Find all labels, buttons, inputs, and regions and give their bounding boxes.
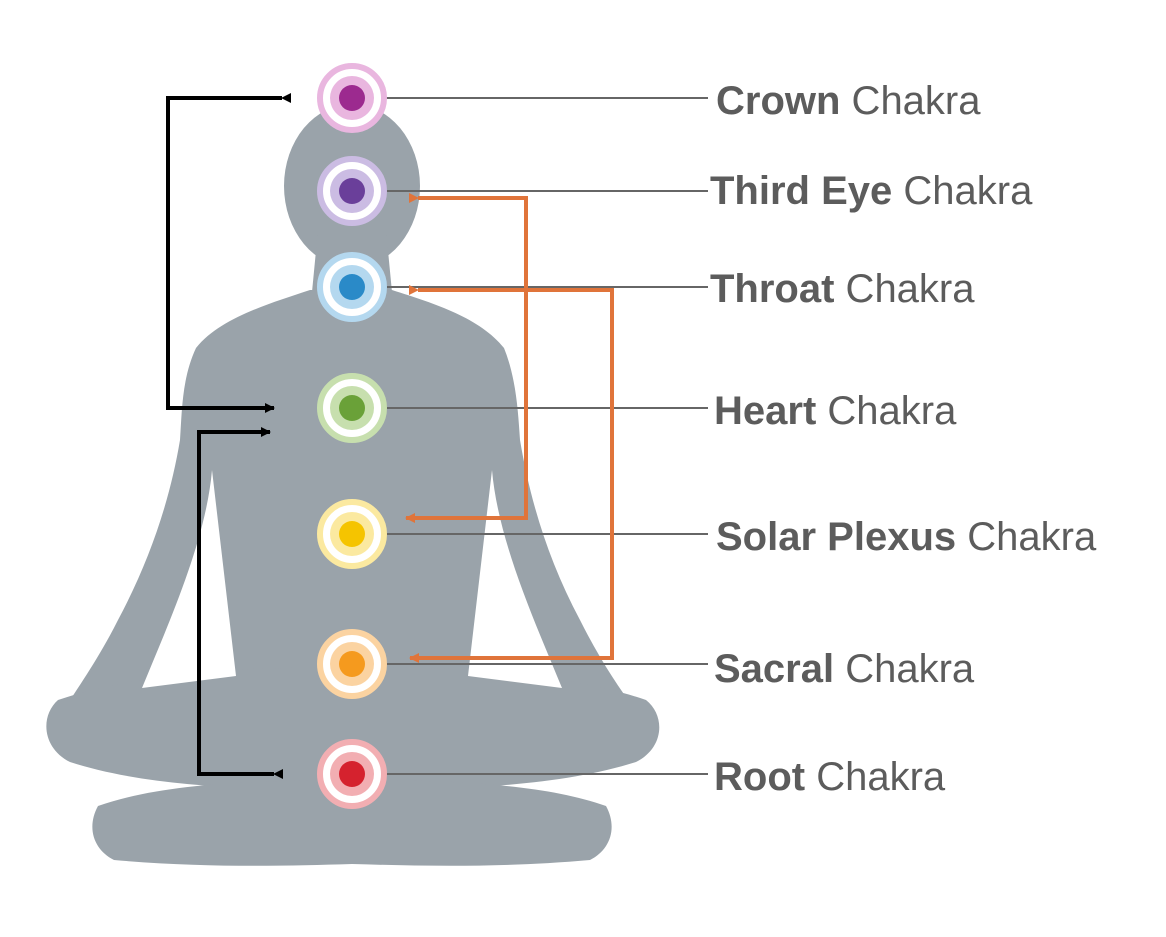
heart-label: Heart Chakra: [714, 389, 957, 433]
chakra-circles: [317, 63, 387, 809]
heart-chakra-icon: [317, 373, 387, 443]
crown-chakra-icon: [317, 63, 387, 133]
solar-plexus-label: Solar Plexus Chakra: [716, 515, 1097, 559]
throat-chakra-icon: [317, 252, 387, 322]
chakra-labels: Crown Chakra Third Eye Chakra Throat Cha…: [710, 79, 1097, 799]
orange-connectors: [405, 193, 614, 663]
root-heart-connector: [197, 427, 283, 779]
sacral-chakra-icon: [317, 629, 387, 699]
third-eye-chakra-icon: [317, 156, 387, 226]
throat-sacral-connector: [409, 285, 614, 663]
sacral-label: Sacral Chakra: [714, 647, 975, 691]
black-connectors: [166, 93, 291, 779]
crown-heart-connector: [166, 93, 291, 413]
third-eye-solar-plexus-connector: [405, 193, 528, 523]
root-chakra-icon: [317, 739, 387, 809]
root-label: Root Chakra: [714, 755, 946, 799]
crown-label: Crown Chakra: [716, 79, 981, 123]
third-eye-label: Third Eye Chakra: [710, 169, 1033, 213]
throat-label: Throat Chakra: [710, 267, 975, 311]
leader-lines: [384, 97, 708, 775]
solar-plexus-chakra-icon: [317, 499, 387, 569]
